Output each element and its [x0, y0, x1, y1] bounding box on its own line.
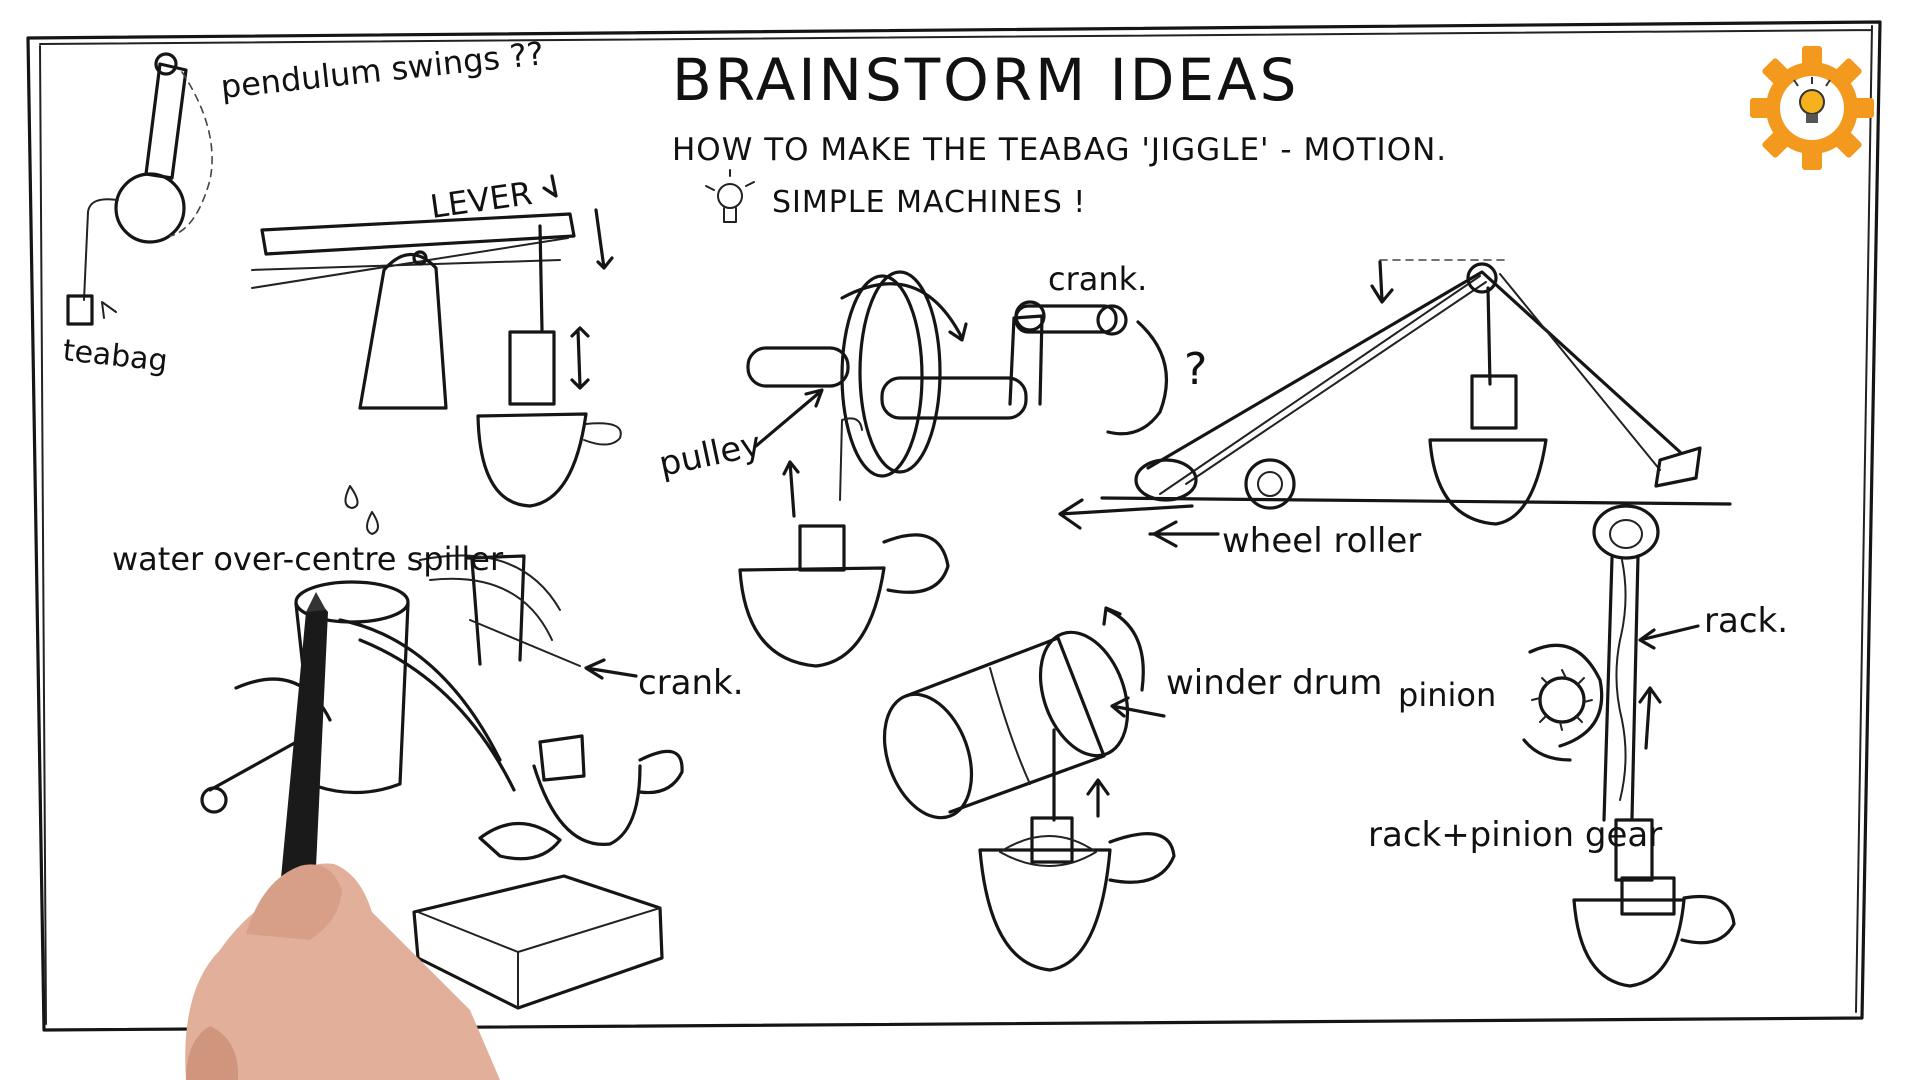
water-spiller-label: water over-centre spiller	[112, 540, 504, 578]
wheel-roller-sketch	[1060, 260, 1730, 546]
rack-pinion-sketch	[1524, 506, 1734, 986]
board-subnote: SIMPLE MACHINES !	[772, 185, 1086, 220]
lever-arrow-icon	[544, 176, 556, 196]
rack-pinion-gear-label: rack+pinion gear	[1368, 815, 1662, 855]
crank-mid-label: crank.	[638, 663, 744, 703]
rack-arrow-icon	[1640, 626, 1698, 648]
lever-sketch	[252, 210, 621, 506]
rack-pinion-gear-text: rack+pinion gear	[1368, 815, 1662, 855]
lightbulb-icon	[706, 170, 754, 222]
pinion-label: pinion	[1398, 676, 1496, 714]
winder-drum-text: winder drum	[1166, 663, 1382, 703]
crank-top-label: crank.	[1048, 260, 1147, 298]
gear-lightbulb-icon	[1750, 46, 1874, 170]
wheel-roller-label: wheel roller	[1222, 521, 1421, 561]
hand-holding-marker	[185, 592, 500, 1080]
pulley-crank-sketch	[740, 272, 1166, 666]
crank-mid-arrow-icon	[586, 660, 636, 678]
pendulum-sketch	[68, 54, 212, 324]
teabag-label: teabag	[61, 333, 169, 379]
pendulum-label: pendulum swings ??	[219, 34, 546, 106]
rack-label: rack.	[1704, 601, 1788, 641]
logo	[1750, 46, 1874, 170]
winder-drum-label: winder drum	[1166, 663, 1382, 703]
board-subtitle: HOW TO MAKE THE TEABAG 'JIGGLE' - MOTION…	[672, 132, 1447, 168]
pulley-label: pulley	[656, 424, 765, 485]
pulley-arrow-icon	[756, 390, 822, 446]
water-spiller-text: water over-centre spiller	[112, 540, 504, 578]
question-mark: ?	[1184, 344, 1207, 395]
winder-arrow-icon	[1112, 698, 1164, 716]
board-title: BRAINSTORM IDEAS	[672, 46, 1300, 114]
winder-drum-sketch	[869, 608, 1174, 970]
